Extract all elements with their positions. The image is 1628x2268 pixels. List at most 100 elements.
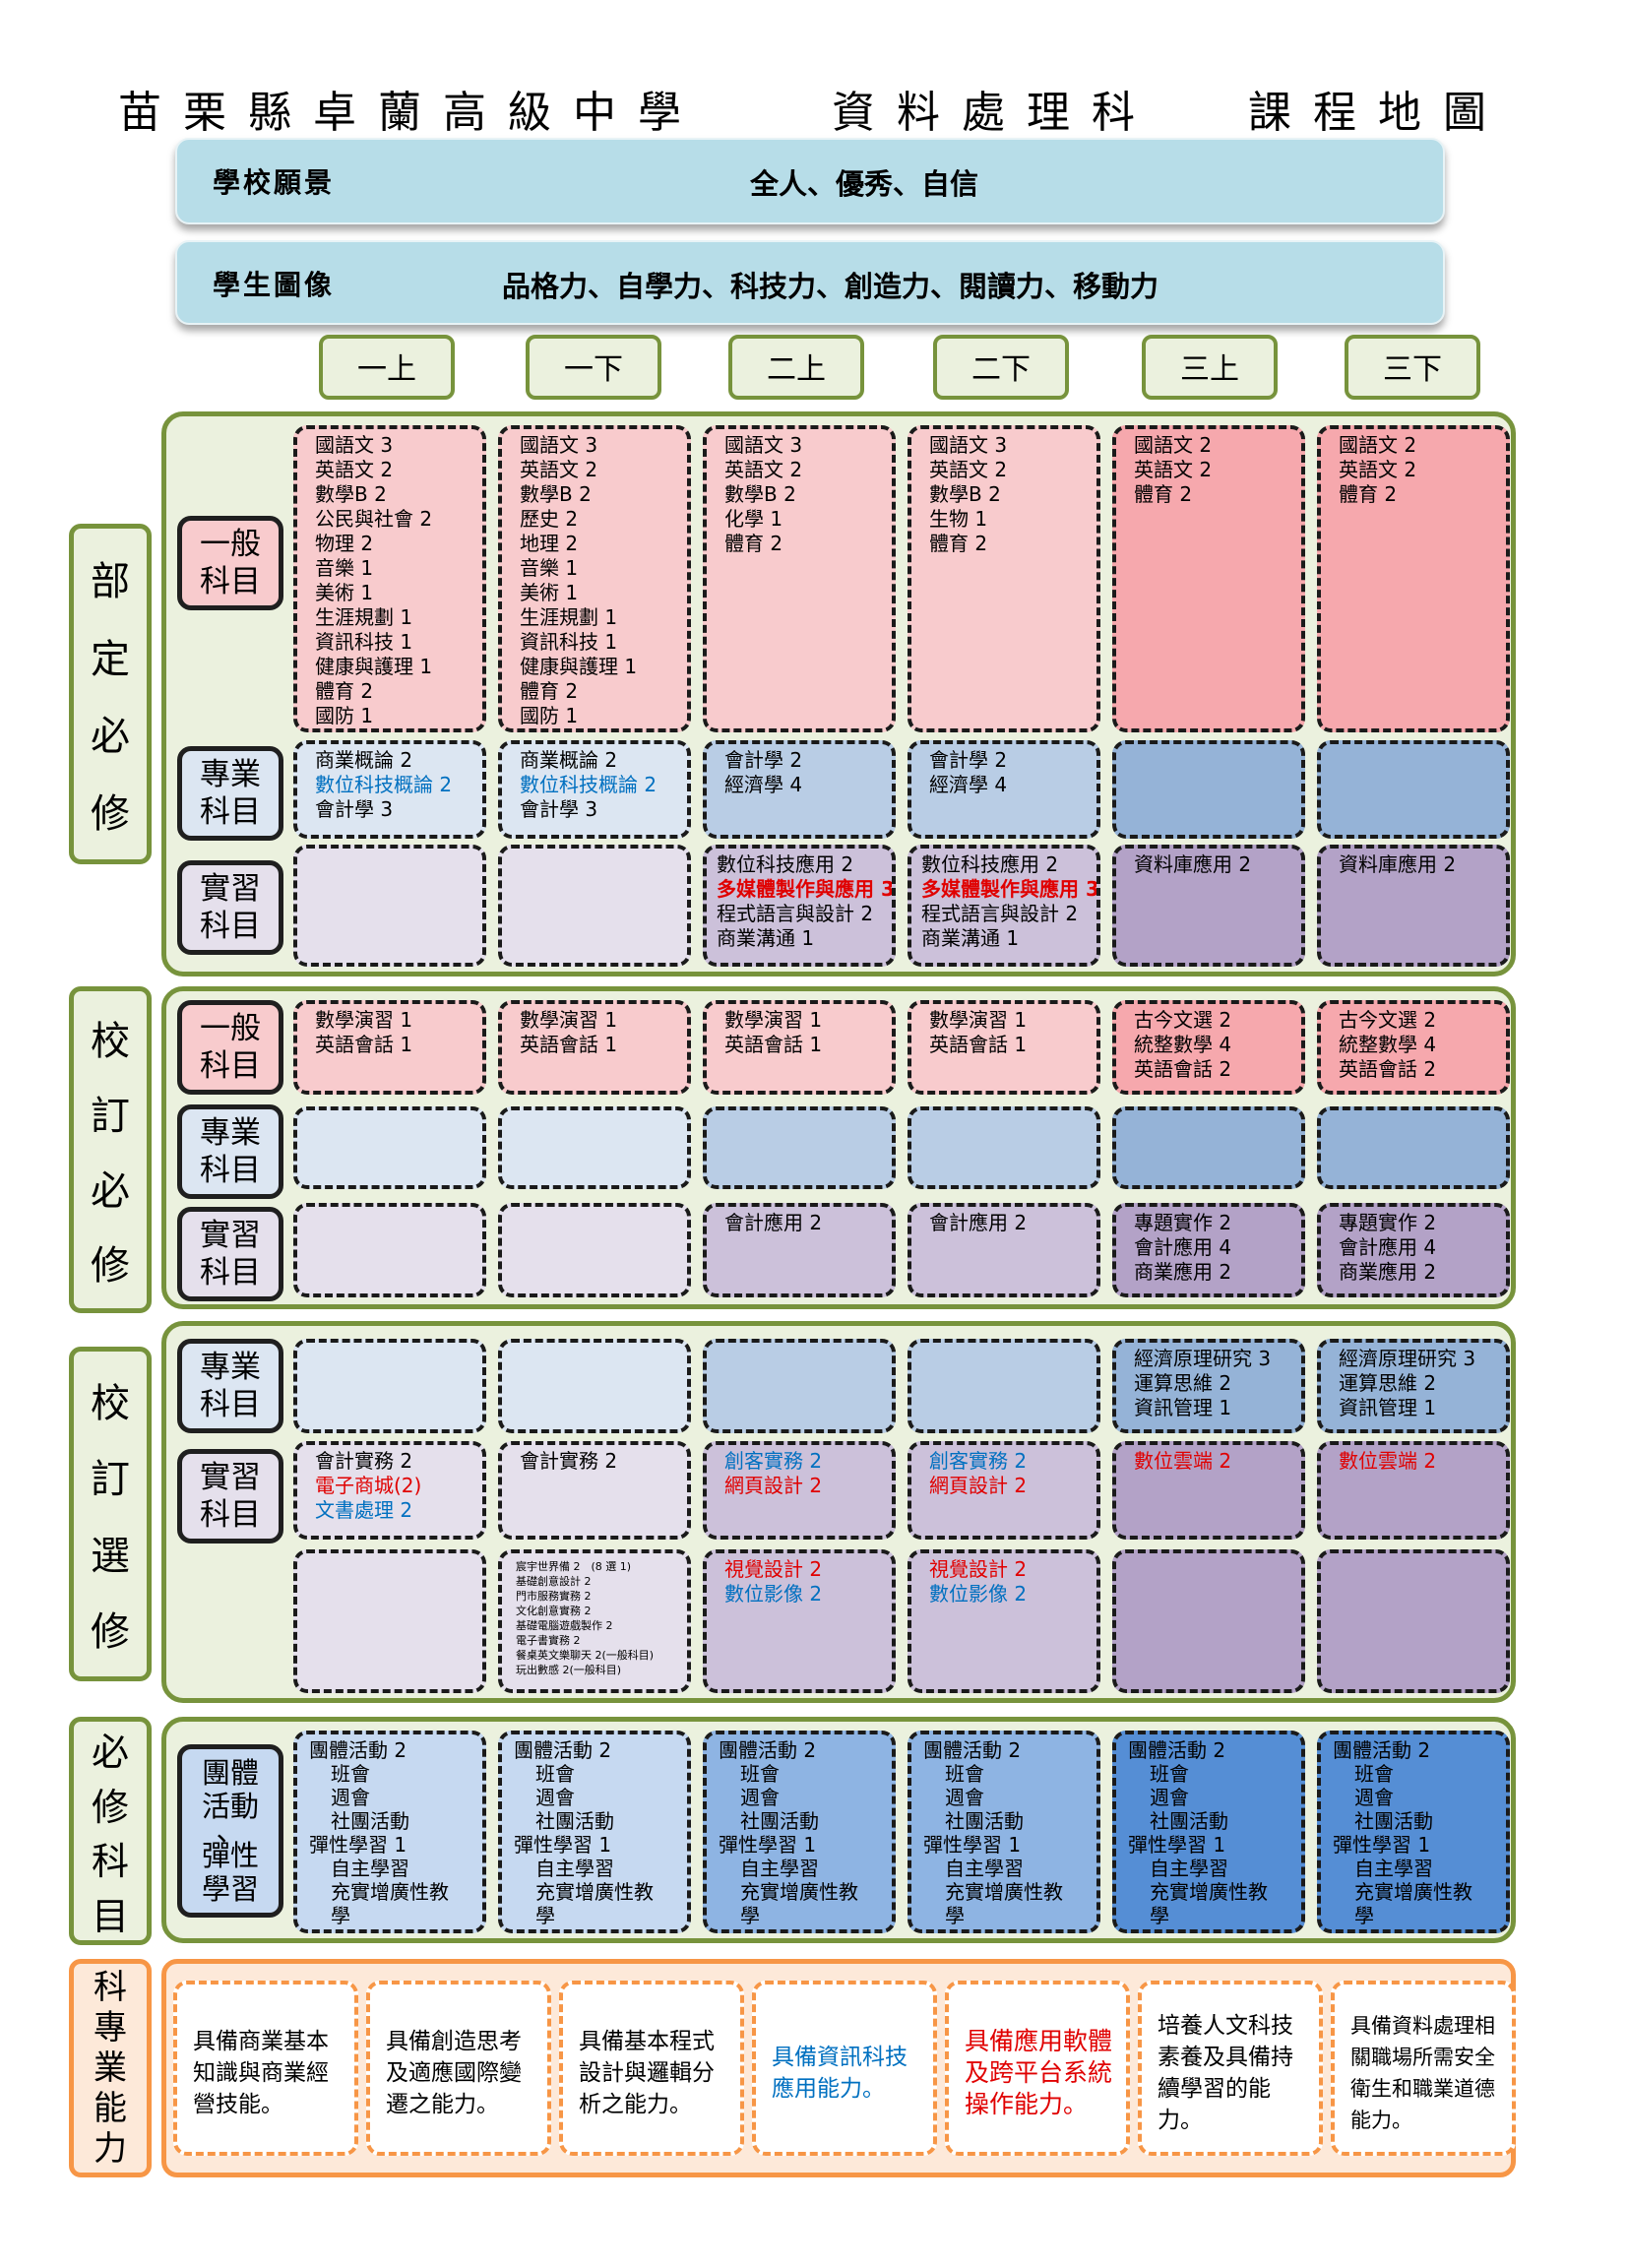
course-cell: 會計應用 2: [908, 1203, 1100, 1297]
course-item: 彈性學習 1: [923, 1833, 1022, 1857]
course-cell: 創客實務 2 網頁設計 2: [703, 1441, 896, 1540]
course-item: 英語會話 1: [520, 1033, 618, 1056]
course-cell: 數學演習 1 英語會話 1: [498, 1000, 691, 1095]
course-item: 自主學習: [740, 1857, 819, 1880]
course-item: 自主學習: [1150, 1857, 1228, 1880]
section-label-required-dept: 部 定 必 修: [69, 524, 152, 864]
course-item: 會計實務 2: [520, 1449, 618, 1473]
row-label-line: 一般: [200, 527, 261, 562]
course-cell: 數學演習 1 英語會話 1: [908, 1000, 1100, 1095]
course-item: 彈性學習 1: [514, 1833, 612, 1857]
section-label-char: 能: [94, 2088, 127, 2128]
section-label-char: 必: [91, 1168, 130, 1214]
course-cell: [498, 1339, 691, 1433]
semester-header-5: 三上: [1142, 335, 1278, 400]
course-item: 運算思維 2: [1339, 1371, 1437, 1395]
row-label-line: 科目: [200, 1497, 261, 1533]
competency-card: 具備創造思考及適應國際變遷之能力。: [366, 1981, 551, 2156]
row-label-general: 一般 科目: [177, 1000, 283, 1095]
course-item: 國語文 2: [1339, 433, 1417, 457]
course-cell: [293, 1106, 486, 1189]
section-label-char: 業: [94, 2048, 127, 2088]
course-cell: 經濟原理研究 3 運算思維 2 資訊管理 1: [1317, 1339, 1510, 1433]
course-item: 數學演習 1: [315, 1008, 413, 1032]
course-item: 會計學 3: [315, 797, 394, 821]
course-item: 團體活動 2: [923, 1738, 1022, 1762]
row-label-line: 、: [216, 1814, 245, 1848]
competency-card: 具備資料處理相關職場所需安全衛生和職業道德能力。: [1331, 1981, 1516, 2156]
section-label-char: 修: [91, 1609, 130, 1656]
course-item: 英語文 2: [520, 458, 598, 481]
page-title: 苗栗縣卓蘭高級中學 資料處理科 課程地圖: [118, 77, 1516, 138]
course-item: 生涯規劃 1: [520, 605, 618, 629]
course-cell: 數位科技應用 2 多媒體製作與應用 3 程式語言與設計 2 商業溝通 1: [703, 845, 896, 967]
section-label-char: 選: [91, 1533, 130, 1579]
course-item: 古今文選 2: [1339, 1008, 1437, 1032]
course-item: 會計應用 4: [1134, 1235, 1232, 1259]
department-name: 資料處理科: [832, 88, 1157, 138]
course-item: 社團活動: [945, 1809, 1024, 1833]
course-item: 學: [1354, 1904, 1374, 1927]
course-cell: [293, 1339, 486, 1433]
course-item: 數位科技應用 2: [921, 852, 1059, 876]
course-item: 玩出數感 2(一般科目): [516, 1664, 622, 1676]
course-cell: 宸宇世界備 2 (8 選 1) 基礎創意設計 2 門市服務實務 2 文化創意實務…: [498, 1549, 691, 1693]
competency-text: 具備應用軟體及跨平台系統操作能力。: [965, 2027, 1113, 2118]
section-label-char: 訂: [91, 1457, 130, 1503]
course-item: 專題實作 2: [1134, 1211, 1232, 1234]
school-name: 苗栗縣卓蘭高級中學: [118, 88, 703, 138]
section-label-char: 目: [91, 1894, 129, 1938]
course-item: 充實增廣性教: [1354, 1880, 1472, 1904]
row-label-line: 科目: [200, 1153, 261, 1188]
course-item: 電子書實務 2: [516, 1634, 581, 1647]
row-label-practice: 實習 科目: [177, 1207, 283, 1301]
section-label-char: 定: [91, 636, 130, 682]
course-item: 充實增廣性教: [740, 1880, 858, 1904]
course-item: 數學演習 1: [520, 1008, 618, 1032]
course-item: 彈性學習 1: [1128, 1833, 1226, 1857]
row-label-line: 專業: [200, 757, 261, 792]
course-item: 運算思維 2: [1134, 1371, 1232, 1395]
row-label-practice: 實習 科目: [177, 1449, 283, 1544]
course-item: 國防 1: [520, 704, 579, 727]
course-item: 學: [535, 1904, 555, 1927]
course-cell: 視覺設計 2 數位影像 2: [908, 1549, 1100, 1693]
course-item: 體育 2: [1339, 482, 1398, 506]
course-item: 週會: [945, 1786, 984, 1809]
student-portrait-value: 品格力、自學力、科技力、創造力、閱讀力、移動力: [502, 270, 1159, 303]
row-label-line: 科目: [200, 1255, 261, 1291]
row-label-professional: 專業 科目: [177, 746, 283, 841]
course-cell: [498, 845, 691, 967]
course-cell: 數位科技應用 2 多媒體製作與應用 3 程式語言與設計 2 商業溝通 1: [908, 845, 1100, 967]
row-label-line: 專業: [200, 1350, 261, 1385]
document-title: 課程地圖: [1248, 88, 1508, 138]
course-cell: 會計學 2 經濟學 4: [703, 740, 896, 839]
row-label-line: 團體: [201, 1756, 259, 1790]
course-cell: 團體活動 2 班會 週會 社團活動 彈性學習 1 自主學習 充實增廣性教 學: [1317, 1731, 1510, 1933]
course-item: 英語會話 2: [1134, 1057, 1232, 1081]
course-item: 多媒體製作與應用 3: [717, 877, 895, 901]
course-item: 社團活動: [331, 1809, 409, 1833]
course-item: 生物 1: [929, 507, 988, 531]
course-item: 體育 2: [520, 679, 579, 703]
course-item: 國語文 2: [1134, 433, 1213, 457]
course-item: 學: [945, 1904, 965, 1927]
course-item: 週會: [1150, 1786, 1189, 1809]
course-item: 學: [331, 1904, 350, 1927]
semester-header-3: 二上: [728, 335, 864, 400]
competency-card: 具備資訊科技應用能力。: [752, 1981, 937, 2156]
course-cell: 國語文 3 英語文 2 數學B 2 歷史 2 地理 2 音樂 1 美術 1 生涯…: [498, 425, 691, 732]
course-cell: 會計學 2 經濟學 4: [908, 740, 1100, 839]
row-label-professional: 專業 科目: [177, 1339, 283, 1433]
semester-header-6: 三下: [1345, 335, 1480, 400]
course-cell: [1317, 740, 1510, 839]
competency-text: 具備基本程式設計與邏輯分析之能力。: [579, 2029, 715, 2117]
course-cell: 國語文 2 英語文 2 體育 2: [1112, 425, 1305, 732]
row-label-line: 科目: [200, 909, 261, 944]
semester-header-1: 一上: [319, 335, 455, 400]
row-label-line: 學習: [201, 1872, 259, 1906]
course-cell: 資料庫應用 2: [1317, 845, 1510, 967]
course-item: 充實增廣性教: [535, 1880, 654, 1904]
course-cell: [1112, 1106, 1305, 1189]
row-label-line: 專業: [200, 1115, 261, 1151]
